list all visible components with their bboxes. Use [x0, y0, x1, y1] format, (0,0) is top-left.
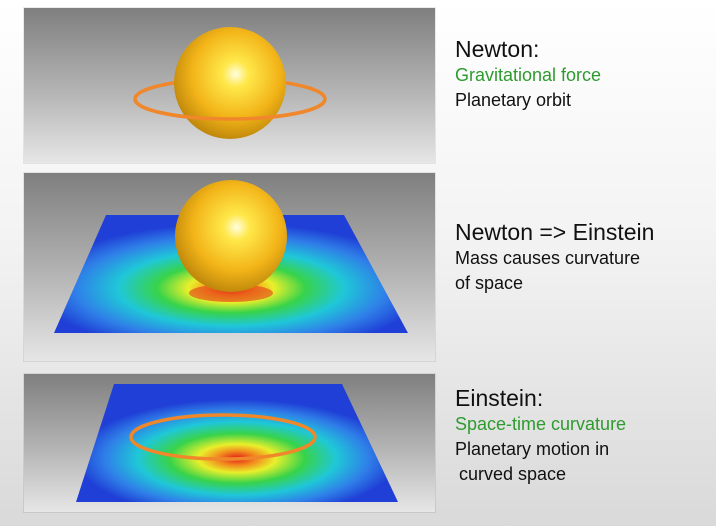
transition-line-1: Mass causes curvature: [455, 248, 641, 268]
newton-caption: Newton: Gravitational force Planetary or…: [455, 35, 710, 113]
mass-sphere-icon: [174, 27, 286, 139]
orbit-ellipse-icon: [129, 413, 317, 461]
orbit-front-arc: [133, 100, 327, 121]
einstein-line-1: Space-time curvature: [455, 414, 627, 434]
transition-illustration: [54, 180, 408, 333]
transition-line-2: of space: [455, 273, 524, 293]
einstein-line-2: Planetary motion in: [455, 439, 610, 459]
mass-sphere-icon: [175, 180, 287, 292]
newton-line-1: Gravitational force: [455, 65, 602, 85]
einstein-line-3: curved space: [459, 464, 567, 484]
contact-shadow: [189, 284, 273, 302]
einstein-title: Einstein:: [455, 385, 544, 411]
transition-title: Newton => Einstein: [455, 219, 655, 245]
newton-title: Newton:: [455, 36, 540, 62]
newton-panel: [24, 8, 435, 163]
curvature-field-icon: [76, 384, 398, 502]
newton-line-2: Planetary orbit: [455, 90, 572, 110]
transition-panel: [24, 173, 435, 361]
einstein-caption: Einstein: Space-time curvature Planetary…: [455, 384, 710, 487]
einstein-panel: [24, 374, 435, 512]
einstein-illustration: [76, 384, 398, 502]
transition-caption: Newton => Einstein Mass causes curvature…: [455, 218, 710, 296]
newton-illustration: [133, 27, 327, 139]
